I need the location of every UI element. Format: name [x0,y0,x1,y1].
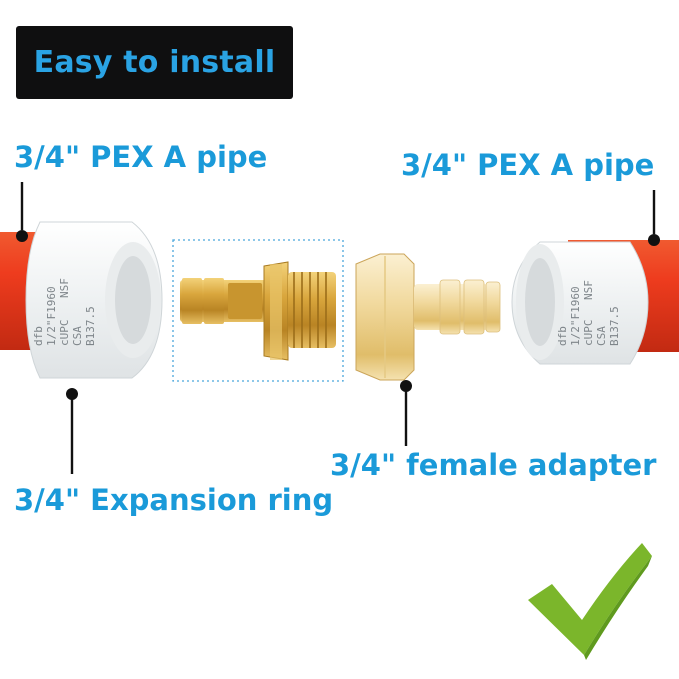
easy-install-banner: Easy to install [16,26,293,99]
highlight-box [172,239,344,382]
label-pex-pipe-left: 3/4" PEX A pipe [14,140,268,174]
ring-marking: 1/2"F1960 [569,286,582,346]
ring-marking: cUPC [582,320,595,347]
ring-marking: NSF [58,278,71,298]
leader-female-adapter [400,380,412,446]
ring-marking: dfb [32,326,45,346]
leader-expansion-ring [66,388,78,474]
label-pex-pipe-right: 3/4" PEX A pipe [401,148,655,182]
ring-marking: CSA [71,326,84,346]
leader-pipe-left [16,182,28,242]
ring-markings-right: dfb 1/2"F1960 cUPC NSF CSA B137.5 [556,280,621,346]
male-adapter [172,239,344,382]
label-expansion-ring: 3/4" Expansion ring [14,483,334,517]
female-adapter [355,253,501,381]
ring-marking: cUPC [58,320,71,347]
ring-marking: B137.5 [608,306,621,346]
checkmark-icon [528,543,652,660]
expansion-ring-right: dfb 1/2"F1960 cUPC NSF CSA B137.5 [511,241,649,365]
expansion-ring-left: dfb 1/2"F1960 cUPC NSF CSA B137.5 [25,221,163,379]
ring-marking: NSF [582,280,595,300]
ring-markings-left: dfb 1/2"F1960 cUPC NSF CSA B137.5 [32,278,97,346]
ring-marking: B137.5 [84,306,97,346]
ring-marking: dfb [556,326,569,346]
leader-pipe-right [648,190,660,246]
banner-title: Easy to install [33,45,276,80]
ring-marking: CSA [595,326,608,346]
ring-marking: 1/2"F1960 [45,286,58,346]
label-female-adapter: 3/4" female adapter [330,448,657,482]
